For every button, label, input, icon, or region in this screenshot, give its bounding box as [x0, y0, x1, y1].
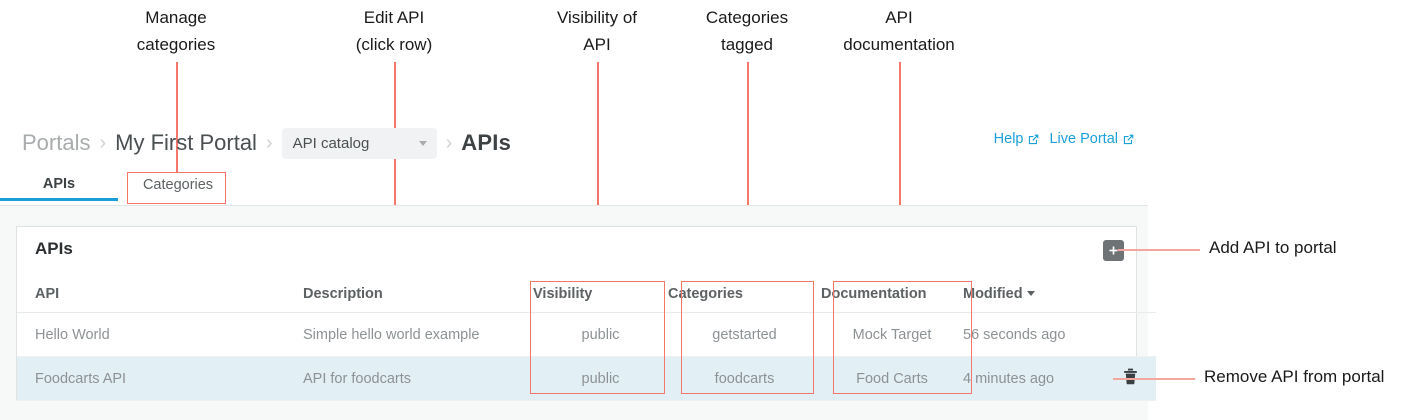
annotation-api-documentation: API documentation — [843, 8, 955, 54]
cell-categories: getstarted — [668, 312, 821, 357]
table-row[interactable]: Hello World Simple hello world example p… — [17, 312, 1156, 357]
column-header-actions — [1123, 275, 1156, 313]
breadcrumb-separator: › — [99, 131, 107, 154]
cell-api: Foodcarts API — [17, 356, 303, 401]
external-link-icon — [1029, 134, 1039, 144]
card-title: APIs — [35, 239, 73, 258]
cell-documentation: Food Carts — [821, 356, 963, 401]
column-header-modified-label: Modified — [963, 285, 1023, 302]
tab-categories[interactable]: Categories — [142, 177, 214, 193]
cell-actions — [1123, 312, 1156, 357]
cell-documentation: Mock Target — [821, 312, 963, 357]
annotation-manage-categories: Manage categories — [136, 8, 216, 54]
leader-line-manage-categories — [176, 62, 178, 172]
annotation-categories-tagged: Categories tagged — [705, 8, 789, 54]
cell-api: Hello World — [17, 312, 303, 357]
cell-visibility: public — [533, 356, 668, 401]
tab-bar: APIs Categories — [0, 170, 228, 206]
annotation-edit-api: Edit API (click row) — [355, 8, 433, 54]
cell-modified: 4 minutes ago — [963, 356, 1123, 401]
column-header-documentation[interactable]: Documentation — [821, 275, 963, 313]
tab-apis[interactable]: APIs — [0, 170, 118, 201]
sort-descending-icon — [1026, 290, 1035, 296]
breadcrumb: Portals › My First Portal › API catalog … — [22, 126, 511, 160]
apis-card: APIs API Description Visibility Categori… — [16, 226, 1156, 401]
help-link[interactable]: Help — [994, 131, 1041, 147]
leader-line-categories-tagged — [747, 62, 749, 282]
help-link-label: Help — [993, 131, 1024, 147]
breadcrumb-separator: › — [445, 131, 453, 154]
leader-line-api-documentation — [899, 62, 901, 282]
add-api-button[interactable] — [1103, 240, 1124, 261]
table-row[interactable]: Foodcarts API API for foodcarts public f… — [17, 356, 1156, 401]
trash-icon — [1124, 368, 1137, 385]
catalog-select-value: API catalog — [292, 134, 370, 152]
breadcrumb-my-first-portal[interactable]: My First Portal — [115, 130, 257, 155]
apis-table: API Description Visibility Categories Do… — [17, 275, 1156, 401]
cell-modified: 56 seconds ago — [963, 312, 1123, 357]
column-header-categories[interactable]: Categories — [668, 275, 821, 313]
annotation-add-api: Add API to portal — [1209, 238, 1337, 257]
cell-description: Simple hello world example — [303, 312, 533, 357]
plus-icon — [1109, 246, 1118, 255]
cell-categories: foodcarts — [668, 356, 821, 401]
breadcrumb-separator: › — [265, 131, 273, 154]
annotation-remove-api: Remove API from portal — [1204, 367, 1385, 386]
cell-description: API for foodcarts — [303, 356, 533, 401]
breadcrumb-current-apis: APIs — [461, 130, 512, 155]
column-header-description[interactable]: Description — [303, 275, 533, 313]
cell-visibility: public — [533, 312, 668, 357]
header-links: Help Live Portal — [994, 131, 1135, 147]
leader-line-visibility — [597, 62, 599, 282]
annotation-visibility: Visibility of API — [557, 8, 637, 54]
live-portal-link[interactable]: Live Portal — [1049, 131, 1135, 147]
column-header-modified[interactable]: Modified — [963, 275, 1123, 313]
column-header-visibility[interactable]: Visibility — [533, 275, 668, 313]
leader-line-add-api — [1118, 249, 1200, 251]
external-link-icon — [1123, 134, 1134, 144]
chevron-down-icon — [418, 140, 427, 146]
leader-line-remove-api — [1113, 378, 1195, 380]
breadcrumb-portals[interactable]: Portals — [22, 130, 91, 155]
catalog-select[interactable]: API catalog — [281, 127, 437, 159]
live-portal-link-label: Live Portal — [1049, 131, 1118, 147]
column-header-api[interactable]: API — [17, 275, 303, 313]
table-header-row: API Description Visibility Categories Do… — [17, 275, 1156, 313]
